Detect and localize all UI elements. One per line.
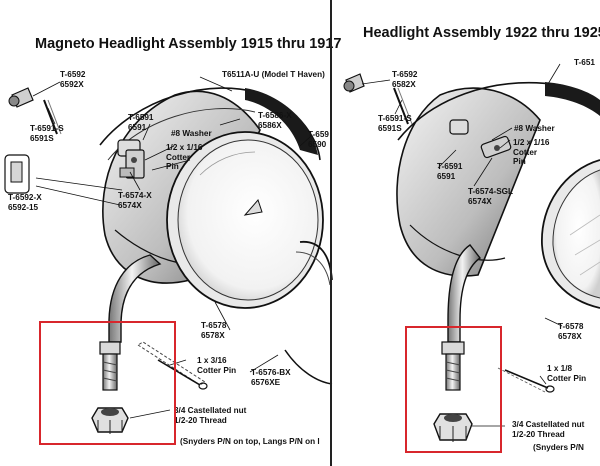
left-label-t6591: T-6591 6591 — [128, 113, 154, 132]
right-small-parts — [343, 73, 413, 125]
left-label-t6586: T-6586-X 6586X — [258, 111, 292, 130]
right-cotter-pin — [497, 367, 555, 393]
left-label-t6511: T6511A-U (Model T Haven) — [222, 70, 325, 79]
right-bracket — [449, 119, 512, 159]
panel-divider — [330, 0, 332, 466]
left-note: (Snyders P/N on top, Langs P/N on l — [180, 437, 320, 446]
right-headlight-shell — [396, 81, 600, 277]
left-bracket — [117, 139, 145, 179]
right-label-nut: 3/4 Castellated nut 1/2-20 Thread — [512, 420, 585, 439]
right-note: (Snyders P/N — [533, 443, 584, 452]
right-panel-title: Headlight Assembly 1922 thru 1925 — [363, 25, 600, 41]
left-lens-ring — [166, 131, 324, 309]
right-leader-lines — [361, 63, 563, 427]
right-label-t6574: T-6574-SGL 6574X — [468, 187, 514, 206]
left-label-t6578: T-6578 6578X — [201, 321, 227, 340]
left-highlight-box — [39, 321, 176, 445]
right-mounting-rod — [441, 244, 481, 391]
left-label-washer: #8 Washer — [171, 129, 212, 138]
left-label-t6576: T-6576-BX 6576XE — [251, 368, 291, 387]
right-lens-ring — [541, 159, 600, 309]
right-label-t651: T-651 — [574, 58, 595, 67]
left-label-t6574: T-6574-X 6574X — [118, 191, 152, 210]
left-small-parts — [4, 87, 123, 206]
right-label-t6578: T-6578 6578X — [558, 322, 584, 341]
left-label-t6591s: T-6591-S 6591S — [30, 124, 64, 143]
left-label-cotter: 1/2 x 1/16 Cotter Pin — [166, 143, 203, 171]
right-label-cotter-pin: 1 x 1/8 Cotter Pin — [547, 364, 587, 383]
right-highlight-box — [405, 326, 502, 453]
right-label-cotter: 1/2 x 1/16 Cotter Pin — [513, 138, 550, 166]
left-cotter-pin — [137, 341, 208, 390]
left-label-nut: 3/4 Castellated nut 1/2-20 Thread — [174, 406, 247, 425]
left-label-t6592: T-6592 6592X — [60, 70, 86, 89]
left-label-t6592x: T-6592-X 6592-15 — [8, 193, 42, 212]
right-castellated-nut — [433, 413, 473, 442]
right-label-t6591: T-6591 6591 — [437, 162, 463, 181]
left-mounting-rod — [99, 254, 162, 391]
left-label-cotter-pin: 1 x 3/16 Cotter Pin — [197, 356, 237, 375]
right-label-t6591s: T-6591-S 6591S — [378, 114, 412, 133]
right-label-washer: #8 Washer — [514, 124, 555, 133]
left-panel-title: Magneto Headlight Assembly 1915 thru 191… — [35, 36, 342, 52]
left-leader-lines — [32, 76, 311, 419]
left-castellated-nut — [91, 407, 129, 434]
left-label-t659: T-659 6590 — [308, 130, 329, 149]
right-label-t6592: T-6592 6582X — [392, 70, 418, 89]
